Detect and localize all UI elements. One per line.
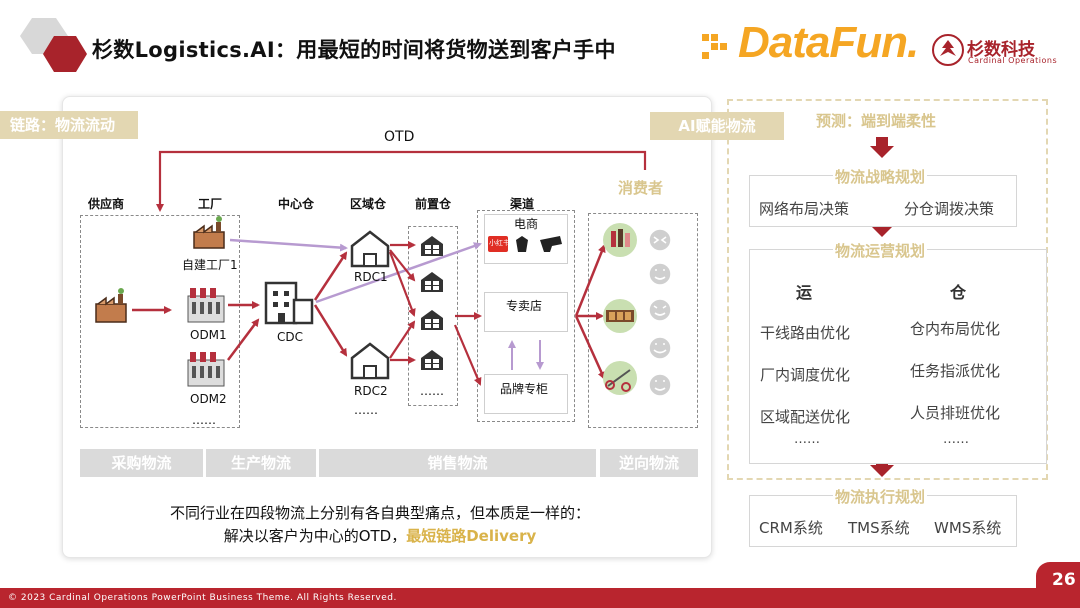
column-supplier: 供应商 <box>88 197 125 211</box>
tool-product-icon <box>603 361 637 395</box>
stage-reverse: 逆向物流 <box>600 449 698 477</box>
brand-counter-box <box>484 374 568 414</box>
warehouse-item-task-assignment: 任务指派优化 <box>910 362 1001 380</box>
page-number-tab <box>1036 562 1080 608</box>
warehouse-item-layout: 仓内布局优化 <box>910 320 1001 338</box>
header-hex-decoration <box>20 18 87 72</box>
transport-item-trunk-route: 干线路由优化 <box>760 324 851 342</box>
supplier-factory-icon <box>95 288 127 323</box>
transport-item-more: …… <box>794 432 820 447</box>
cdc-building-icon <box>264 281 314 325</box>
rdc2-house-icon <box>350 342 390 380</box>
snack-product-icon <box>603 299 637 333</box>
rdc-more-label: …… <box>354 403 378 417</box>
own-factory-icon <box>193 216 225 249</box>
odm1-label: ODM1 <box>190 328 227 342</box>
warehouse-item-more: …… <box>943 432 969 447</box>
operation-title: 物流运营规划 <box>833 240 928 261</box>
otd-label: OTD <box>384 129 415 145</box>
stage-procurement: 采购物流 <box>80 449 203 477</box>
rdc1-label: RDC1 <box>354 270 388 284</box>
strategy-title: 物流战略规划 <box>833 166 928 187</box>
page-number: 26 <box>1052 570 1076 590</box>
datafun-dots-icon <box>702 34 727 59</box>
rdc2-label: RDC2 <box>354 384 388 398</box>
factory-more-label: …… <box>192 413 216 427</box>
forecast-label: 预测：端到端柔性 <box>816 112 937 130</box>
stage-production: 生产物流 <box>206 449 316 477</box>
strategy-item-network: 网络布局决策 <box>759 200 850 218</box>
column-regional-warehouse: 区域仓 <box>350 197 387 211</box>
ai-label: AI赋能物流 <box>650 112 784 140</box>
supplier-factory-box <box>80 215 240 428</box>
xiaohongshu-icon <box>488 236 508 252</box>
specialty-store-label: 专卖店 <box>506 299 543 313</box>
ai-panel-border <box>727 99 1048 480</box>
consumer-box <box>588 213 698 428</box>
warehouse-item-staff-scheduling: 人员排班优化 <box>910 404 1001 422</box>
warehouse-head: 仓 <box>950 283 967 302</box>
summary-note-highlight: 最短链路Delivery <box>406 527 537 545</box>
own-factory-label: 自建工厂1 <box>182 258 238 272</box>
summary-note: 不同行业在四段物流上分别有各自典型痛点，但本质是一样的： 解决以客户为中心的OT… <box>100 502 660 548</box>
front-warehouse-icons <box>421 236 443 370</box>
operation-box <box>749 249 1047 464</box>
logistics-flow-panel <box>62 96 712 558</box>
cosmetics-product-icon <box>603 223 637 257</box>
column-central-warehouse: 中心仓 <box>278 197 315 211</box>
cardinal-logo-icon <box>932 34 964 66</box>
cardinal-logo-english: Cardinal Operations <box>968 56 1058 65</box>
column-channel: 渠道 <box>510 197 535 211</box>
front-more-label: …… <box>420 384 444 398</box>
odm2-label: ODM2 <box>190 392 227 406</box>
summary-note-line1: 不同行业在四段物流上分别有各自典型痛点，但本质是一样的： <box>169 504 590 522</box>
rdc1-house-icon <box>350 230 390 268</box>
chain-label: 链路：物流流动 <box>0 111 138 139</box>
execution-title: 物流执行规划 <box>833 486 928 507</box>
ecommerce-platform-icon-1 <box>516 236 528 252</box>
transport-item-plant-dispatch: 厂内调度优化 <box>760 366 851 384</box>
specialty-store-box <box>484 292 568 332</box>
execution-item-crm: CRM系统 <box>759 519 823 537</box>
xiaohongshu-label: 小红书 <box>489 239 510 247</box>
consumer-emoji-icons <box>648 228 672 397</box>
footer-bar: © 2023 Cardinal Operations PowerPoint Bu… <box>0 588 1080 608</box>
transport-head: 运 <box>796 283 813 302</box>
column-front-warehouse: 前置仓 <box>415 197 452 211</box>
execution-item-wms: WMS系统 <box>934 519 1002 537</box>
column-factory: 工厂 <box>198 197 223 211</box>
summary-note-line2-prefix: 解决以客户为中心的OTD， <box>223 527 407 545</box>
summary-note-line2: 解决以客户为中心的OTD，最短链路Delivery <box>100 525 660 548</box>
cardinal-logo-name: 杉数科技 <box>967 40 1035 60</box>
otd-loop-arrow <box>156 150 647 212</box>
datafun-logo: DataFun. <box>738 18 919 67</box>
consumer-label: 消费者 <box>618 179 664 197</box>
cdc-label: CDC <box>277 330 303 344</box>
transport-item-regional-delivery: 区域配送优化 <box>760 408 851 426</box>
odm2-factory-icon <box>187 352 225 387</box>
odm1-factory-icon <box>187 288 225 323</box>
execution-item-tms: TMS系统 <box>848 519 910 537</box>
strategy-item-allocation: 分仓调拨决策 <box>904 200 995 218</box>
forecast-down-arrow <box>870 137 894 158</box>
page-title: 杉数Logistics.AI：用最短的时间将货物送到客户手中 <box>92 38 616 62</box>
brand-counter-label: 品牌专柜 <box>500 382 549 396</box>
stage-sales: 销售物流 <box>319 449 596 477</box>
ecommerce-label: 电商 <box>514 217 539 231</box>
ecommerce-platform-icon-2 <box>540 236 562 252</box>
